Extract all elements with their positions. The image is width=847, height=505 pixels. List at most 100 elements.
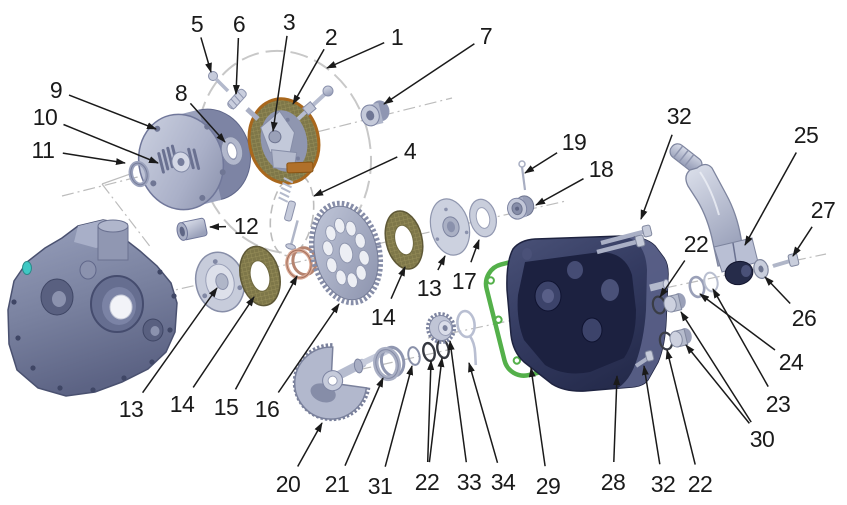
callout-label-14: 14: [170, 391, 195, 417]
leader-line-4: [313, 156, 398, 197]
callout-label-13: 13: [417, 275, 442, 301]
leader-line-30: [685, 344, 750, 424]
plug-30: [669, 327, 692, 348]
callout-label-5: 5: [191, 11, 203, 37]
leader-line-20: [297, 422, 323, 467]
leader-line-5: [200, 37, 212, 73]
clutch-spring-pin-set: [278, 177, 299, 250]
callout-label-33: 33: [457, 469, 482, 495]
callout-label-18: 18: [589, 156, 614, 182]
callout-label-22: 22: [688, 471, 713, 497]
primary-gear-16: [308, 200, 384, 306]
leader-line-14: [192, 296, 255, 388]
leader-line-25: [744, 152, 797, 246]
spring-seat: [245, 107, 260, 121]
leader-line-21: [344, 377, 384, 466]
leader-line-31: [384, 365, 414, 467]
callout-label-12: 12: [234, 213, 259, 239]
long-pin: [285, 220, 299, 250]
leader-line-14: [390, 266, 406, 300]
leader-line-17: [470, 239, 480, 263]
leader-line-30: [680, 311, 752, 423]
leader-line-2: [292, 48, 325, 105]
callout-label-9: 9: [50, 77, 62, 103]
pressure-plate-right: [429, 198, 471, 256]
callout-label-8: 8: [175, 80, 187, 106]
leader-line-24: [699, 293, 776, 351]
callout-label-21: 21: [325, 471, 350, 497]
leader-line-8: [189, 102, 226, 143]
spring-set-dashed-ellipse: [269, 173, 315, 257]
washer-11: [128, 160, 150, 188]
callout-label-3: 3: [283, 9, 295, 35]
retainer-clip-34: [456, 309, 478, 366]
leader-line-28: [613, 375, 621, 463]
washer-26: [753, 259, 769, 279]
leader-line-22: [665, 349, 696, 465]
callout-label-19: 19: [562, 129, 587, 155]
kickstart-lever-25: [669, 143, 759, 286]
leader-line-13: [437, 255, 446, 271]
leader-line-26: [764, 276, 791, 305]
drive-hub-18: [507, 195, 535, 220]
callout-label-11: 11: [32, 137, 55, 163]
leader-line-29: [528, 367, 546, 467]
lock-nut-7: [360, 100, 390, 127]
short-pin: [284, 200, 296, 222]
callout-label-27: 27: [811, 197, 836, 223]
clutch-shoe-assembly: [247, 97, 321, 185]
gear-lightening-holes: [322, 217, 370, 289]
callout-label-34: 34: [491, 469, 516, 495]
callout-label-22: 22: [415, 469, 440, 495]
leader-line-7: [383, 43, 475, 105]
spacer-bushing-12: [176, 217, 208, 241]
leader-line-23: [712, 288, 769, 387]
washer-8: [220, 136, 244, 166]
clutch-group-dashed-circle: [195, 49, 373, 255]
callout-label-32: 32: [651, 471, 676, 497]
clutch-drum: [137, 108, 251, 211]
callout-label-13: 13: [119, 396, 144, 422]
kickstart-gear-20: [292, 343, 392, 422]
crankcase-half: [7, 219, 178, 397]
leader-line-22: [428, 357, 445, 463]
callout-label-20: 20: [276, 471, 301, 497]
cover-bolt-32: [634, 350, 655, 368]
callout-label-4: 4: [404, 138, 417, 164]
leader-line-15: [234, 275, 298, 390]
cover-bolt-32: [600, 224, 653, 246]
leader-line-33: [447, 340, 468, 463]
projection-line: [101, 183, 153, 250]
leader-line-6: [232, 37, 240, 95]
adjuster-bolt-5: [208, 71, 230, 93]
leader-line-11: [62, 152, 126, 166]
leader-line-3: [270, 35, 288, 132]
washer-17: [469, 198, 497, 238]
callout-label-1: 1: [391, 24, 403, 50]
leader-line-19: [524, 152, 558, 174]
leader-line-1: [326, 42, 385, 69]
callout-label-14: 14: [371, 304, 396, 330]
callout-label-29: 29: [536, 473, 561, 499]
callout-label-25: 25: [794, 122, 819, 148]
leader-line-18: [535, 178, 584, 206]
bolt-holes: [11, 269, 177, 393]
callout-label-23: 23: [766, 391, 791, 417]
leader-line-16: [277, 303, 340, 393]
orange-pad: [286, 161, 314, 174]
callout-label-22: 22: [684, 231, 709, 257]
bevel-pinion-33: [425, 312, 457, 344]
callout-label-30: 30: [750, 426, 775, 452]
ball-stud-rod: [296, 85, 334, 121]
clutch-cover-28: [506, 235, 670, 392]
callout-label-10: 10: [33, 104, 58, 130]
cotter-pin-19: [518, 160, 527, 191]
plug-30: [663, 292, 686, 313]
leader-line-22: [659, 260, 686, 298]
leader-line-13: [141, 287, 218, 394]
callout-label-31: 31: [368, 473, 393, 499]
leader-line-10: [63, 123, 159, 164]
leader-line-22: [426, 360, 435, 463]
leader-line-34: [468, 362, 499, 464]
